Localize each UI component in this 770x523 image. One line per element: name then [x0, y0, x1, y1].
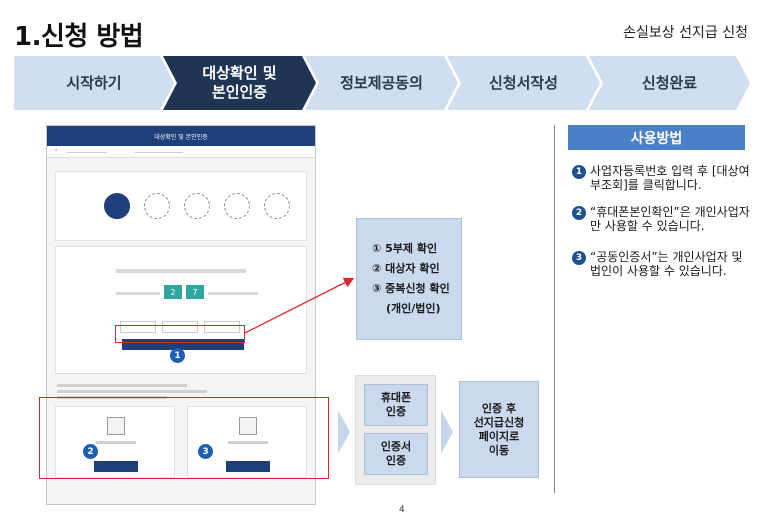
step-start: 시작하기 — [14, 56, 174, 110]
screenshot-input — [162, 321, 198, 333]
chevron-right-icon — [338, 410, 350, 454]
result-box: 인증 후 선지급신청 페이지로 이동 — [459, 381, 539, 478]
progress-dot — [144, 193, 170, 219]
step-label: 시작하기 — [66, 73, 122, 92]
screenshot-cert-auth-button — [226, 461, 270, 472]
screenshot-heading-placeholder — [116, 269, 246, 273]
highlight-auth-options — [39, 397, 329, 479]
screenshot-cert-auth-card — [187, 406, 307, 478]
instruction-text: “휴대폰본인확인”은 개인사업자만 사용할 수 있습니다. — [590, 205, 750, 233]
instruction-2: 2 “휴대폰본인확인”은 개인사업자만 사용할 수 있습니다. — [572, 205, 752, 233]
step-verify: 대상확인 및 본인인증 — [163, 56, 316, 110]
instruction-text: 사업자등록번호 입력 후 [대상여부조회]를 클릭합니다. — [590, 164, 750, 192]
instruction-1: 1 사업자등록번호 입력 후 [대상여부조회]를 클릭합니다. — [572, 164, 752, 192]
screenshot-phone-auth-button — [94, 461, 138, 472]
divider — [554, 125, 555, 493]
highlight-lookup-button — [115, 325, 245, 343]
step-label: 신청서작성 — [488, 73, 558, 92]
howto-header: 사용방법 — [568, 125, 745, 150]
screenshot-phone-auth-card — [55, 406, 175, 478]
screenshot-tab-1 — [67, 148, 107, 153]
chevron-right-icon — [441, 410, 453, 454]
instruction-number: 3 — [572, 251, 586, 265]
home-icon: ⌂ — [55, 148, 58, 152]
screenshot-input — [204, 321, 240, 333]
progress-dot — [224, 193, 250, 219]
screenshot-text-placeholder — [208, 292, 258, 295]
badge-3: 3 — [198, 444, 213, 459]
page-subtitle: 손실보상 선지급 신청 — [623, 25, 748, 41]
screenshot-label-placeholder — [96, 441, 136, 444]
phone-auth-box: 휴대폰 인증 — [364, 384, 428, 426]
step-complete: 신청완료 — [589, 56, 750, 110]
progress-dot — [184, 193, 210, 219]
instruction-3: 3 “공동인증서”는 개인사업자 및 법인이 사용할 수 있습니다. — [572, 250, 752, 278]
step-label: 정보제공동의 — [340, 73, 423, 92]
check-item: ② 대상자 확인 — [372, 262, 440, 275]
instruction-number: 1 — [572, 165, 586, 179]
screenshot-tab-2 — [135, 148, 183, 153]
screenshot-text-placeholder — [116, 292, 160, 295]
step-label: 신청완료 — [641, 73, 698, 92]
check-item: (개인/법인) — [386, 302, 441, 315]
page-title: 1.신청 방법 — [14, 22, 144, 52]
check-item: ① 5부제 확인 — [372, 242, 438, 255]
screenshot-header: 대상확인 및 본인인증 — [47, 126, 315, 146]
screenshot-digit-box: 7 — [186, 285, 204, 299]
screenshot-progress-card — [55, 171, 307, 241]
check-list-box: ① 5부제 확인 ② 대상자 확인 ③ 중복신청 확인 (개인/법인) — [356, 218, 462, 340]
step-consent: 정보제공동의 — [305, 56, 458, 110]
screenshot-lookup-button — [122, 339, 244, 350]
check-item: ③ 중복신청 확인 — [372, 282, 450, 295]
badge-2: 2 — [83, 444, 98, 459]
step-label: 대상확인 및 본인인증 — [202, 64, 277, 101]
screenshot-input — [120, 321, 156, 333]
instruction-number: 2 — [572, 206, 586, 220]
instruction-text: “공동인증서”는 개인사업자 및 법인이 사용할 수 있습니다. — [590, 250, 743, 278]
screenshot-digit-box: 2 — [164, 285, 182, 299]
page-number: 4 — [399, 505, 405, 515]
process-steps: 시작하기 대상확인 및 본인인증 정보제공동의 신청서작성 신청완료 — [0, 56, 770, 110]
certificate-icon — [239, 417, 257, 435]
progress-dot — [264, 193, 290, 219]
badge-1: 1 — [170, 348, 185, 363]
step-application: 신청서작성 — [447, 56, 600, 110]
cert-auth-box: 인증서 인증 — [364, 433, 428, 475]
progress-dot-active — [104, 193, 130, 219]
screenshot-label-placeholder — [228, 441, 268, 444]
screenshot-note-line — [57, 390, 207, 393]
screenshot-tabs: ⌂ — [47, 146, 315, 158]
phone-document-icon — [107, 417, 125, 435]
screenshot-note-line — [57, 384, 187, 387]
